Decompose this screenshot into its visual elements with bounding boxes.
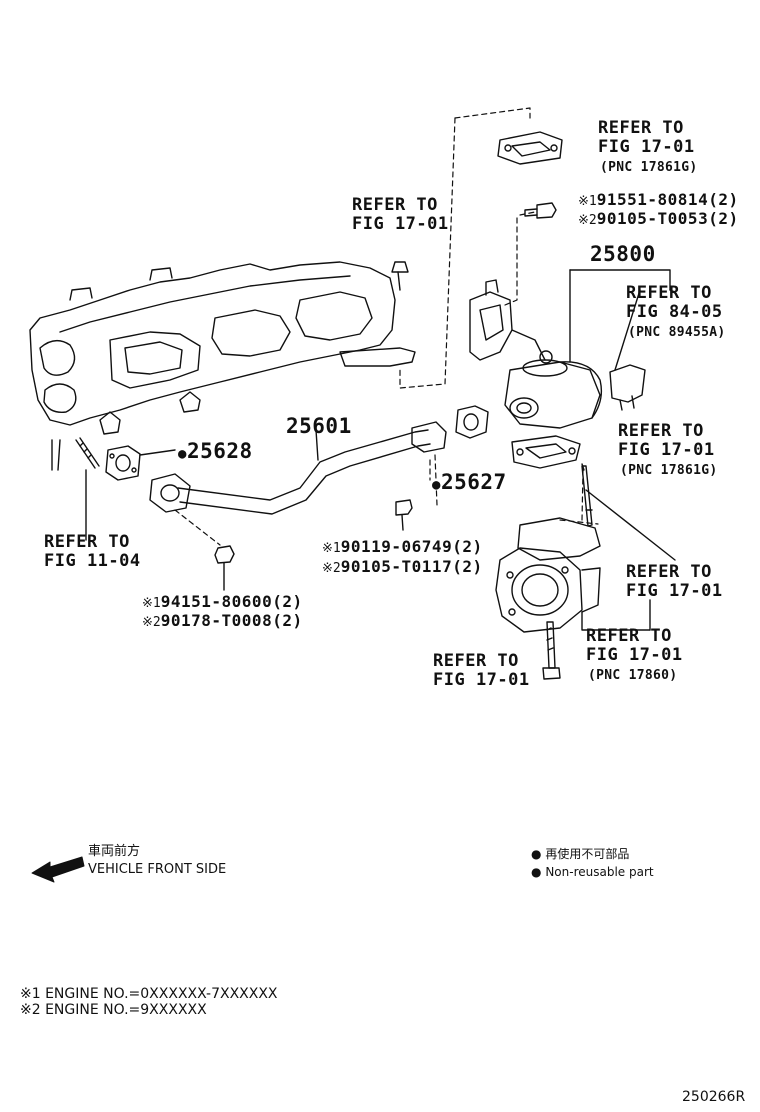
part-number-25627: ●25627 [432, 472, 507, 493]
part-number: 91551-80814(2) [596, 190, 739, 209]
ref-top-right-line1: REFER TO [598, 118, 684, 138]
leader-sensor [669, 289, 676, 293]
nut-pipe-drawing [214, 545, 235, 591]
part-number: 94151-80600(2) [160, 592, 303, 611]
engine-variant-mark: ※2 [142, 615, 161, 630]
ref-gasket-mid-line2: FIG 17-01 [618, 440, 715, 460]
ref-top-mid-line2: FIG 17-01 [352, 214, 449, 234]
legend-nonreusable-en: Non-reusable part [545, 865, 654, 879]
ref-left-line1: REFER TO [44, 532, 130, 552]
legend-nonreusable-jp-row: ● 再使用不可部品 [531, 848, 629, 860]
part-number: 90105-T0117(2) [340, 557, 483, 576]
part-number: 90178-T0008(2) [160, 611, 303, 630]
egr-valve-drawing [469, 269, 671, 429]
bolt-25800-mount-row1: ※191551-80814(2) [578, 190, 739, 209]
part-number: 90119-06749(2) [340, 537, 483, 556]
engine-variant-mark: ※1 [142, 596, 161, 611]
ref-bottom-bolt-line2: FIG 17-01 [433, 670, 530, 690]
stud-right-drawing [581, 463, 676, 561]
ref-sensor-line2: FIG 84-05 [626, 302, 723, 322]
ref-top-mid-line1: REFER TO [352, 195, 438, 215]
non-reusable-dot-icon: ● [531, 865, 542, 879]
non-reusable-dot-icon: ● [178, 446, 187, 462]
bolt-pipe-drawing [395, 499, 413, 531]
part-number-25628: ●25628 [178, 441, 253, 462]
engine-note-1: ※1 ENGINE NO.=0XXXXXX-7XXXXXX [20, 986, 278, 1002]
gasket-top-drawing [497, 131, 563, 165]
ref-top-right-line2: FIG 17-01 [598, 137, 695, 157]
part-number-25601: 25601 [286, 414, 352, 438]
stud-left-drawing [75, 437, 100, 541]
engine-note-2: ※2 ENGINE NO.=9XXXXXX [20, 1002, 207, 1018]
engine-variant-mark: ※2 [578, 213, 597, 228]
ref-cooler-line2: FIG 17-01 [586, 645, 683, 665]
bolt-pipe-row1: ※190119-06749(2) [322, 537, 483, 556]
bolt-bottom-drawing [542, 621, 561, 680]
legend-nonreusable-en-row: ● Non-reusable part [531, 866, 654, 878]
ref-gasket-mid-pnc: (PNC 17861G) [620, 463, 718, 478]
egr-sensor-drawing [609, 364, 646, 411]
bolt-25800-mount-row2: ※290105-T0053(2) [578, 209, 739, 228]
guide-lines [174, 107, 599, 546]
engine-variant-mark: ※1 [322, 541, 341, 556]
ref-gasket-mid-line1: REFER TO [618, 421, 704, 441]
egr-cooler-drawing [495, 517, 651, 633]
ref-left-line2: FIG 11-04 [44, 551, 141, 571]
part-number: 90105-T0053(2) [596, 209, 739, 228]
ref-bottom-bolt-line1: REFER TO [433, 651, 519, 671]
non-reusable-dot-icon: ● [432, 477, 441, 493]
figure-code: 250266R [682, 1089, 746, 1105]
engine-variant-mark: ※2 [322, 561, 341, 576]
part-number: 25628 [186, 439, 253, 463]
nut-pipe-row1: ※194151-80600(2) [142, 592, 303, 611]
part-number-25800: 25800 [590, 242, 656, 266]
part-number: 25627 [440, 470, 507, 494]
non-reusable-dot-icon: ● [531, 847, 542, 861]
legend-direction-jp: 車両前方 [88, 844, 141, 859]
bolt-pipe-row2: ※290105-T0117(2) [322, 557, 483, 576]
intake-manifold-drawing [29, 261, 416, 471]
gasket-25628-drawing [105, 445, 176, 481]
ref-cooler-line1: REFER TO [586, 626, 672, 646]
ref-top-right-pnc: (PNC 17861G) [600, 160, 698, 175]
ref-cooler-pnc: (PNC 17860) [588, 668, 678, 683]
ref-stud-line2: FIG 17-01 [626, 581, 723, 601]
gasket-25627-drawing [455, 405, 489, 439]
egr-pipe-25601-drawing [149, 421, 447, 515]
legend-direction-en: VEHICLE FRONT SIDE [88, 862, 227, 877]
ref-sensor-line1: REFER TO [626, 283, 712, 303]
engine-variant-mark: ※1 [578, 194, 597, 209]
ref-sensor-pnc: (PNC 89455A) [628, 325, 726, 340]
nut-pipe-row2: ※290178-T0008(2) [142, 611, 303, 630]
gasket-mid-drawing [511, 435, 581, 469]
ref-stud-line1: REFER TO [626, 562, 712, 582]
bolt-egr-mount-drawing [524, 202, 557, 219]
front-direction-arrow-icon [31, 856, 85, 883]
legend-nonreusable-jp: 再使用不可部品 [545, 847, 630, 861]
